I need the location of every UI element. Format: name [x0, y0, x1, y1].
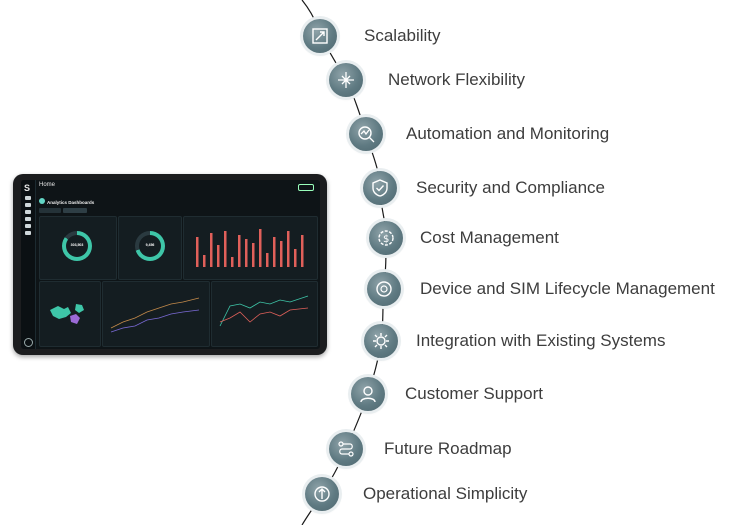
- shield-check-icon: [363, 171, 397, 205]
- header-button[interactable]: [298, 184, 314, 191]
- donut-panel-2: 9,456: [118, 216, 182, 280]
- timeline-label: Automation and Monitoring: [406, 124, 610, 143]
- bar: [280, 241, 283, 267]
- roadmap-icon: [329, 432, 363, 466]
- donut-chart: 9,456: [135, 231, 165, 261]
- timeline-label: Customer Support: [405, 384, 543, 403]
- bar: [273, 237, 276, 267]
- line-chart: [219, 295, 309, 327]
- timeline-label: Device and SIM Lifecycle Management: [420, 279, 715, 298]
- dollar-gear-icon: $: [369, 221, 403, 255]
- network-arrows-icon: [329, 63, 363, 97]
- bar: [287, 231, 290, 267]
- donut-value: 303,503: [70, 243, 84, 247]
- tab-2[interactable]: [63, 208, 87, 213]
- gear-integration-icon: [364, 324, 398, 358]
- bar: [245, 239, 248, 267]
- bar: [231, 257, 234, 267]
- svg-text:S: S: [24, 183, 30, 193]
- dashboard-icon: [39, 198, 45, 204]
- bar: [259, 229, 262, 267]
- map-panel: [39, 281, 101, 347]
- nav-icon[interactable]: [25, 231, 31, 235]
- svg-text:$: $: [383, 234, 389, 245]
- donut-panel-1: 303,503: [39, 216, 117, 280]
- app-logo-icon: S: [24, 183, 30, 193]
- nav-icon[interactable]: [25, 217, 31, 221]
- timeline-label: Cost Management: [420, 228, 559, 247]
- bar: [252, 243, 255, 267]
- nav-icon[interactable]: [25, 224, 31, 228]
- tab-1[interactable]: [39, 208, 61, 213]
- bar: [266, 253, 269, 267]
- tablet-mockup: S Home Analytics Dashboards 303,503: [13, 174, 327, 355]
- timeline-label: Security and Compliance: [416, 178, 605, 197]
- line-panel-1: [102, 281, 210, 347]
- map-chart: [50, 304, 84, 324]
- simplicity-icon: [305, 477, 339, 511]
- timeline-label: Network Flexibility: [388, 70, 525, 89]
- bar: [301, 235, 304, 267]
- monitoring-icon: [349, 117, 383, 151]
- nav-icon[interactable]: [25, 210, 31, 214]
- dashboard-screen: S Home Analytics Dashboards 303,503: [21, 180, 320, 349]
- sidebar: S: [21, 180, 36, 349]
- line-panel-2: [211, 281, 318, 347]
- bar: [210, 233, 213, 267]
- bar: [238, 235, 241, 267]
- bar: [217, 245, 220, 267]
- donut-chart: 303,503: [62, 231, 92, 261]
- donut-value: 9,456: [145, 243, 155, 247]
- timeline-label: Scalability: [364, 26, 441, 45]
- bar-panel: [183, 216, 318, 280]
- bar: [294, 249, 297, 267]
- timeline-label: Operational Simplicity: [363, 484, 528, 503]
- timeline-label: Integration with Existing Systems: [416, 331, 666, 350]
- nav-icon[interactable]: [25, 196, 31, 200]
- bar: [203, 255, 206, 267]
- headset-icon: [351, 377, 385, 411]
- avatar[interactable]: [24, 338, 33, 347]
- dashboard-title: Analytics Dashboards: [47, 200, 95, 205]
- nav-icon[interactable]: [25, 203, 31, 207]
- lifecycle-icon: [367, 272, 401, 306]
- bar-chart: [196, 229, 304, 267]
- line-chart: [110, 297, 200, 333]
- home-title: Home: [39, 182, 56, 188]
- timeline-label: Future Roadmap: [384, 439, 512, 458]
- scalability-icon: [303, 19, 337, 53]
- bar: [224, 231, 227, 267]
- bar: [196, 237, 199, 267]
